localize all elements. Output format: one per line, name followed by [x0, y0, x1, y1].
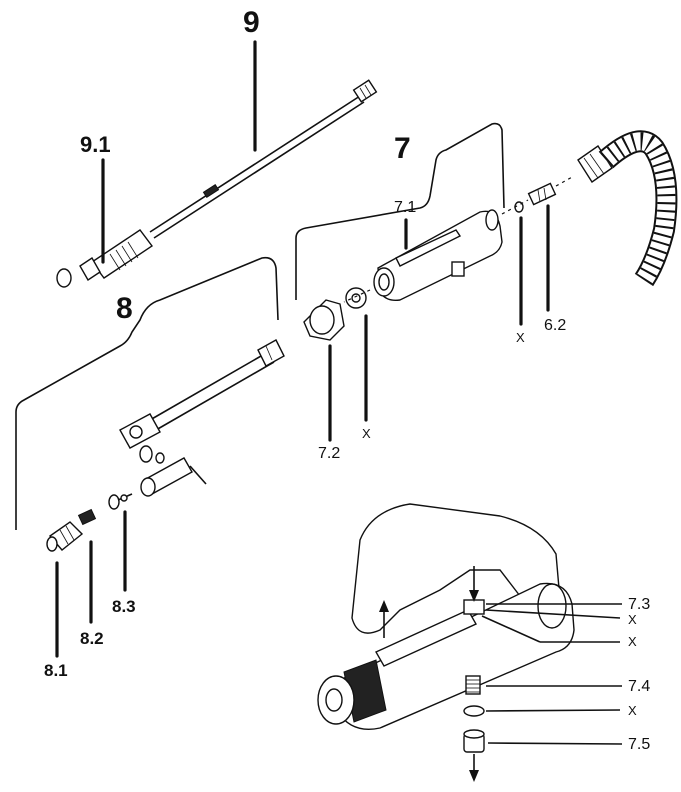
callout-x1-line: [485, 609, 621, 619]
label-6-2: 6.2: [544, 317, 566, 334]
label-9-1: 9.1: [80, 132, 111, 157]
clip-ring: [139, 445, 153, 463]
down-arrow-top-head-icon: [469, 590, 479, 602]
assembly-8-nozzle-lever: [15, 256, 285, 658]
label-x-inset-1: X: [628, 612, 637, 627]
label-8-2: 8.2: [80, 629, 104, 648]
valve-spring-7-4: [465, 675, 481, 695]
assembly-7-gun-body: [295, 122, 575, 341]
label-8-3: 8.3: [112, 597, 136, 616]
gun-barrel: [337, 582, 575, 730]
callout-x2-line-a: [481, 615, 541, 643]
label-9: 9: [243, 6, 260, 39]
valve-housing: [463, 599, 485, 615]
nozzle-cap-8-1: [46, 521, 84, 552]
extension-tube: [149, 79, 378, 239]
bracket-7: [295, 122, 505, 300]
label-x-inset-3: X: [628, 703, 637, 718]
fitting-6-2: [527, 182, 557, 206]
air-hose: [577, 130, 678, 287]
label-x-washer: X: [362, 426, 371, 441]
label-7: 7: [394, 132, 411, 165]
label-8: 8: [116, 292, 133, 325]
gun-body-7-1: [373, 209, 503, 302]
label-8-1: 8.1: [44, 661, 68, 680]
nut-7-2: [303, 299, 345, 341]
label-x-inset-2: X: [628, 634, 637, 649]
assembly-9-extension-tube: [56, 40, 378, 288]
washer: [345, 287, 367, 309]
down-arrow-bottom-head-icon: [469, 770, 479, 782]
needle-holder: [140, 457, 207, 497]
valve-o-ring: [463, 705, 485, 717]
label-7-5: 7.5: [628, 736, 650, 753]
label-7-1: 7.1: [394, 199, 416, 216]
spring-8-2: [77, 508, 97, 526]
valve-plug-7-5: [463, 729, 485, 753]
valve-pin-8-3: [108, 493, 133, 510]
clip-ring-small: [155, 452, 165, 464]
hand: [351, 503, 561, 634]
tube-connector-9-1: [56, 229, 154, 288]
callout-x3-line: [485, 709, 621, 712]
up-arrow-head-icon: [379, 600, 389, 612]
bracket-8: [15, 256, 279, 530]
label-7-4: 7.4: [628, 678, 650, 695]
inset-hand-operation: [317, 503, 623, 782]
label-x-oring: X: [516, 330, 525, 345]
label-7-2: 7.2: [318, 445, 340, 462]
label-7-3: 7.3: [628, 596, 650, 613]
callout-7-5-line: [487, 742, 623, 745]
trigger-lever: [375, 609, 477, 667]
lever-arm: [119, 339, 285, 449]
